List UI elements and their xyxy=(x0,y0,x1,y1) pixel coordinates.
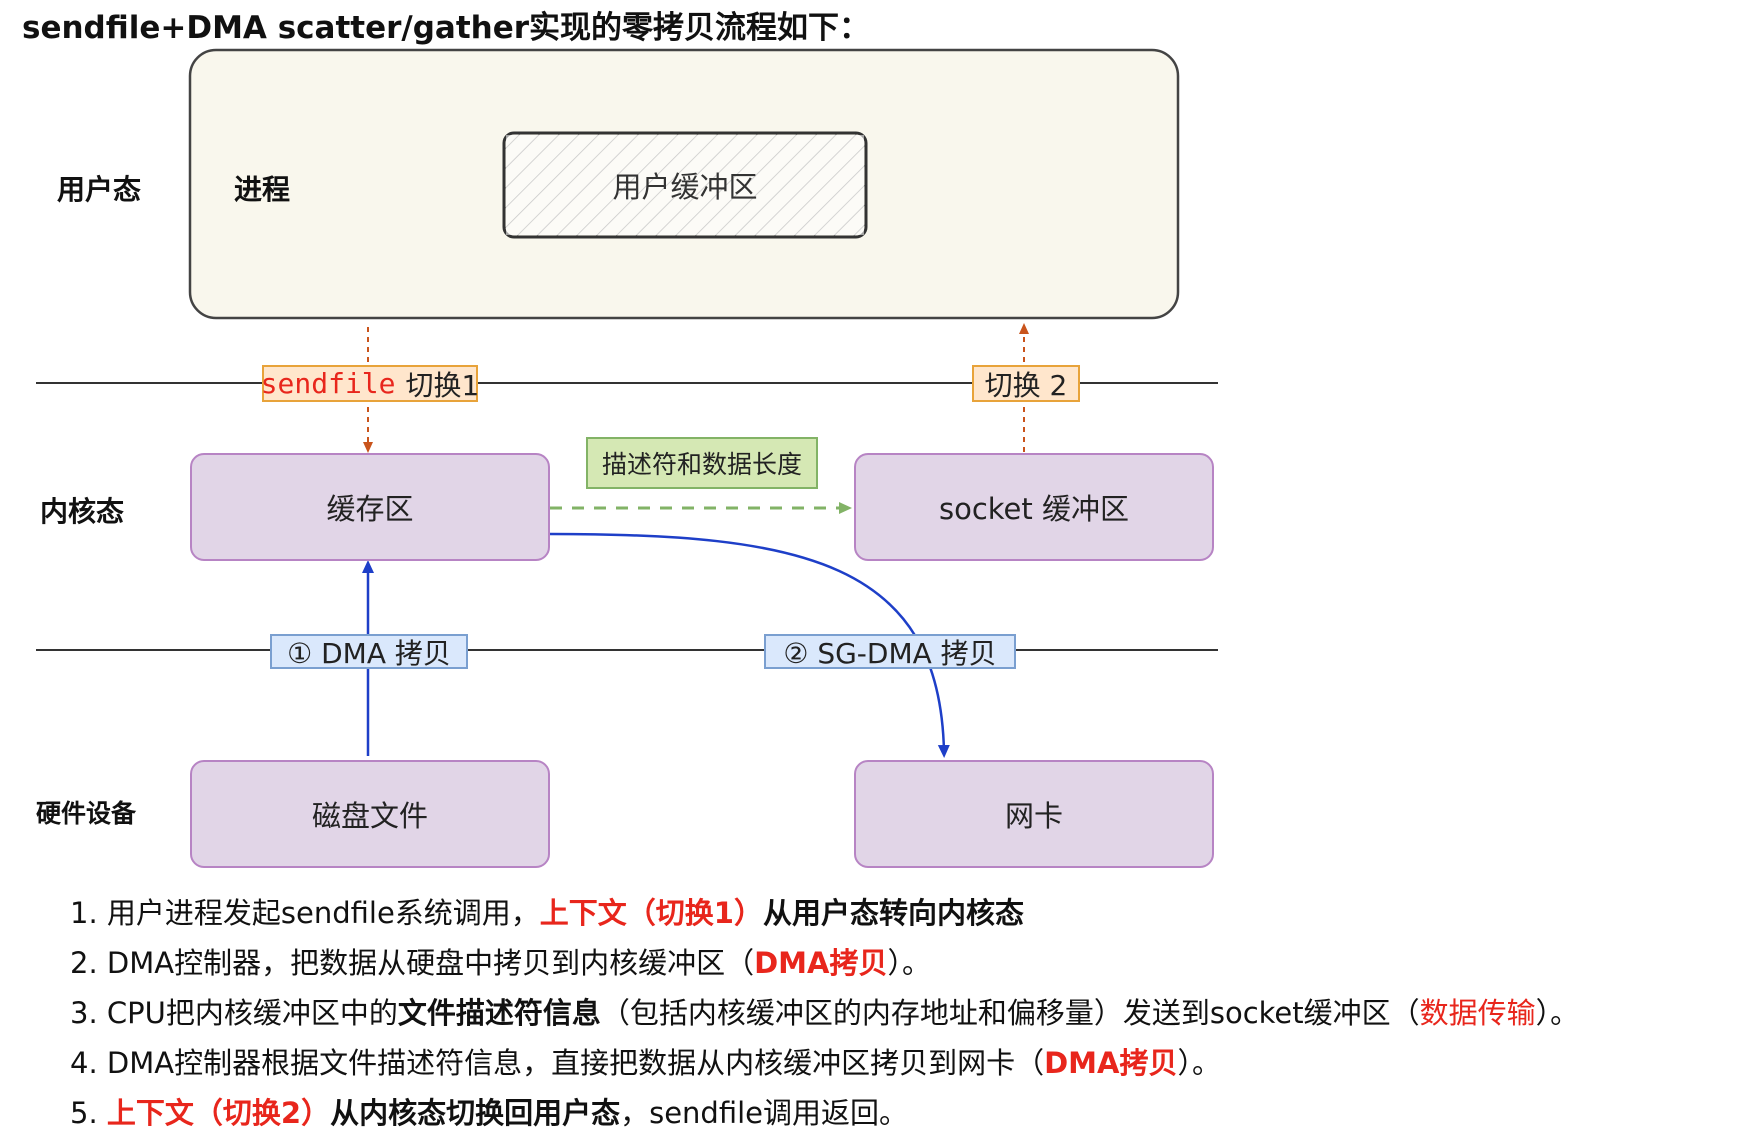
user-buffer-label: 用户缓冲区 xyxy=(506,135,864,235)
lane-label-hardware: 硬件设备 xyxy=(36,799,137,828)
step-text: DMA控制器根据文件描述符信息，直接把数据从内核缓冲区拷贝到网卡（ xyxy=(106,1046,1045,1080)
step-text: ）。 xyxy=(1535,996,1580,1030)
step-number: 5. xyxy=(70,1096,107,1130)
sendfile-label: sendfile xyxy=(260,367,396,400)
step-text: 用户进程发起sendfile系统调用， xyxy=(106,896,540,930)
step-text: ）。 xyxy=(1177,1046,1221,1080)
step-item: 3. CPU把内核缓冲区中的文件描述符信息（包括内核缓冲区的内存地址和偏移量）发… xyxy=(70,988,1579,1038)
step-text: 上下文（切换2） xyxy=(106,1096,331,1130)
nic-box: 网卡 xyxy=(854,760,1214,868)
lane-label-user: 用户态 xyxy=(57,173,142,206)
step-text: DMA控制器，把数据从硬盘中拷贝到内核缓冲区（ xyxy=(106,946,755,980)
flow-diagram xyxy=(36,48,1218,758)
cache-buffer-box: 缓存区 xyxy=(190,453,550,561)
page-title: sendfile+DMA scatter/gather实现的零拷贝流程如下： xyxy=(22,10,871,46)
step-text: 文件描述符信息 xyxy=(397,996,601,1030)
disk-file-box: 磁盘文件 xyxy=(190,760,550,868)
process-label: 进程 xyxy=(234,173,291,206)
switch2-tag: 切换 2 xyxy=(972,365,1080,402)
step-text: （包括内核缓冲区的内存地址和偏移量）发送到socket缓冲区（ xyxy=(600,996,1420,1030)
dma-copy-tag: ① DMA 拷贝 xyxy=(270,634,468,670)
step-text: 从用户态转向内核态 xyxy=(762,896,1024,930)
step-item: 1. 用户进程发起sendfile系统调用，上下文（切换1）从用户态转向内核态 xyxy=(70,888,1579,938)
step-number: 4. xyxy=(70,1046,107,1080)
step-item: 4. DMA控制器根据文件描述符信息，直接把数据从内核缓冲区拷贝到网卡（DMA拷… xyxy=(70,1038,1579,1088)
sg-dma-copy-arrow xyxy=(549,532,950,758)
step-text: DMA拷贝 xyxy=(1044,1046,1178,1080)
step-text: 数据传输 xyxy=(1419,996,1536,1030)
step-text: 上下文（切换1） xyxy=(539,896,763,930)
descriptor-tag: 描述符和数据长度 xyxy=(586,437,818,489)
step-text: 从内核态切换回用户态 xyxy=(330,1096,621,1130)
lane-label-kernel: 内核态 xyxy=(40,495,125,528)
step-number: 3. xyxy=(70,996,107,1030)
sg-dma-copy-tag: ② SG-DMA 拷贝 xyxy=(764,634,1016,670)
socket-buffer-box: socket 缓冲区 xyxy=(854,453,1214,561)
step-item: 5. 上下文（切换2）从内核态切换回用户态，sendfile调用返回。 xyxy=(70,1088,1579,1138)
step-text: CPU把内核缓冲区中的 xyxy=(106,996,398,1030)
step-text: ，sendfile调用返回。 xyxy=(620,1096,908,1130)
step-text: ）。 xyxy=(887,946,931,980)
step-item: 2. DMA控制器，把数据从硬盘中拷贝到内核缓冲区（DMA拷贝）。 xyxy=(70,938,1579,988)
switch1-label: 切换1 xyxy=(405,368,480,402)
step-number: 1. xyxy=(70,896,107,930)
step-text: DMA拷贝 xyxy=(754,946,888,980)
sendfile-switch1-tag: sendfile 切换1 xyxy=(260,365,480,402)
step-number: 2. xyxy=(70,946,107,980)
